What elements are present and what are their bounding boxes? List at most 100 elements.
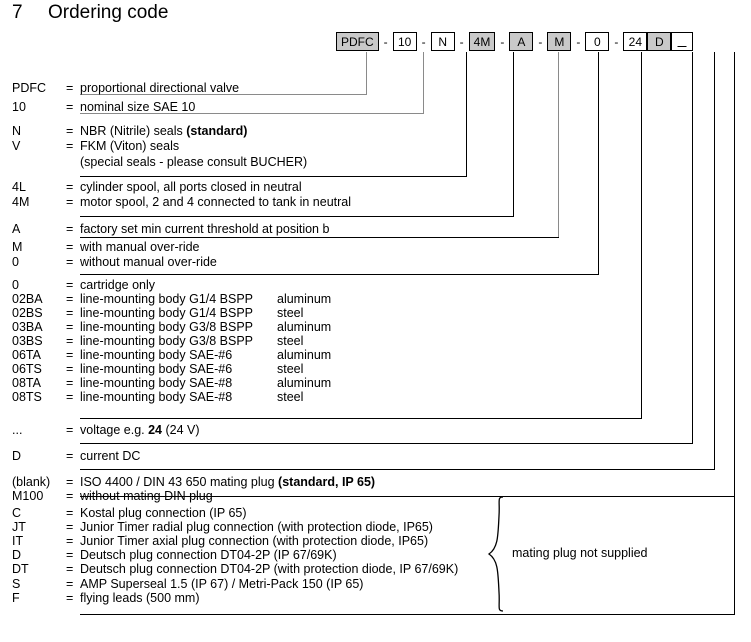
connector-vline-a <box>558 52 559 237</box>
legend-row: C=Kostal plug connection (IP 65) <box>0 506 751 522</box>
legend-description: without mating DIN plug <box>80 489 213 503</box>
legend-description: line-mounting body SAE-#8 <box>80 376 232 390</box>
legend-description-secondary: steel <box>277 390 304 404</box>
code-separator: - <box>500 34 505 49</box>
legend-code: S <box>12 577 21 591</box>
legend-description-text: line-mounting body SAE-#6 <box>80 362 233 376</box>
legend-description-text: line-mounting body SAE-#6 <box>80 348 233 362</box>
legend-description: line-mounting body G1/4 BSPP <box>80 306 253 320</box>
legend-description-text: flying leads (500 mm) <box>80 591 200 605</box>
legend-description: line-mounting body G1/4 BSPP <box>80 292 253 306</box>
legend-equals: = <box>66 506 74 520</box>
legend-description: Deutsch plug connection DT04-2P (with pr… <box>80 562 458 576</box>
legend-code: 02BS <box>12 306 43 320</box>
legend-row: A=factory set min current threshold at p… <box>0 222 751 238</box>
legend-row: D=current DC <box>0 449 751 465</box>
legend-description-text: cartridge only <box>80 278 156 292</box>
legend-equals: = <box>66 348 74 362</box>
legend-code: 06TS <box>12 362 42 376</box>
code-separator: - <box>459 34 464 49</box>
legend-description-text: line-mounting body G3/8 BSPP <box>80 320 254 334</box>
legend-equals: = <box>66 240 74 254</box>
legend-code: 4M <box>12 195 30 209</box>
legend-row: (blank)=ISO 4400 / DIN 43 650 mating plu… <box>0 475 751 491</box>
legend-equals: = <box>66 591 74 605</box>
blank-underscore-icon <box>677 46 687 47</box>
legend-code: 08TS <box>12 390 42 404</box>
legend-row: 4M = motor spool, 2 and 4 connected to tan… <box>0 195 751 211</box>
connector-vline-d <box>714 52 715 469</box>
legend-description-text: Kostal plug connection (IP 65) <box>80 506 247 520</box>
legend-description: with manual over-ride <box>80 240 200 254</box>
legend-equals: = <box>66 475 74 489</box>
legend-row: 0=without manual over-ride <box>0 255 751 271</box>
code-box-10: 10 <box>392 32 417 51</box>
legend-equals: = <box>66 423 74 437</box>
code-box-pdfc: PDFC <box>336 32 379 51</box>
legend-description-secondary: steel <box>277 306 304 320</box>
legend-row: 4L=cylinder spool, all ports closed in n… <box>0 180 751 196</box>
code-separator: - <box>421 34 426 49</box>
legend-equals: = <box>66 334 74 348</box>
legend-row: 0=cartridge only <box>0 278 751 294</box>
legend-code: ... <box>12 423 23 437</box>
connector-vline-4m <box>513 52 514 216</box>
legend-description-tail: (24 V) <box>162 423 200 437</box>
legend-row: (special seals - please consult BUCHER) <box>0 155 751 171</box>
code-separator: - <box>614 34 619 49</box>
legend-description-text: ISO 4400 / DIN 43 650 mating plug <box>80 475 279 489</box>
code-box-blank <box>671 32 694 51</box>
legend-code: 03BA <box>12 320 43 334</box>
rule-seals <box>80 176 467 177</box>
legend-code: V <box>12 139 21 153</box>
code-separator: - <box>538 34 543 49</box>
legend-description-text: Deutsch plug connection DT04-2P (with pr… <box>80 562 459 576</box>
legend-description-text: motor spool, 2 and 4 connected to tank i… <box>80 195 352 209</box>
code-box-m: M <box>547 32 572 51</box>
legend-description: Junior Timer radial plug connection (wit… <box>80 520 433 534</box>
connector-vline-10 <box>423 52 424 113</box>
legend-description: current DC <box>80 449 140 463</box>
rule-final <box>80 614 735 615</box>
rule-m0 <box>80 274 599 275</box>
legend-code: A <box>12 222 21 236</box>
legend-equals: = <box>66 195 74 209</box>
legend-description-text: line-mounting body G1/4 BSPP <box>80 306 254 320</box>
legend-description: line-mounting body SAE-#6 <box>80 362 232 376</box>
legend-code: F <box>12 591 20 605</box>
connector-vline-24 <box>692 52 693 443</box>
legend-description: proportional directional valve <box>80 81 239 95</box>
legend-description-secondary: aluminum <box>277 320 332 334</box>
legend-description: NBR (Nitrile) seals (standard) <box>80 124 247 138</box>
legend-code: M100 <box>12 489 44 503</box>
legend-description: cartridge only <box>80 278 155 292</box>
legend-code: 03BS <box>12 334 43 348</box>
legend-description-text: voltage e.g. <box>80 423 149 437</box>
legend-description-text: nominal size SAE 10 <box>80 100 196 114</box>
legend-code: 10 <box>12 100 26 114</box>
legend-description: factory set min current threshold at pos… <box>80 222 329 236</box>
legend-equals: = <box>66 278 74 292</box>
legend-equals: = <box>66 489 74 503</box>
legend-equals: = <box>66 534 74 548</box>
legend-code: PDFC <box>12 81 47 95</box>
rule-din <box>80 496 735 497</box>
legend-equals: = <box>66 520 74 534</box>
legend-equals: = <box>66 292 74 306</box>
curly-brace-icon <box>487 496 509 612</box>
legend-equals: = <box>66 139 74 153</box>
legend-equals: = <box>66 255 74 269</box>
legend-equals: = <box>66 376 74 390</box>
legend-description: Junior Timer axial plug connection (with… <box>80 534 428 548</box>
legend-description: Deutsch plug connection DT04-2P (IP 67/6… <box>80 548 337 562</box>
section-number: 7 <box>12 2 23 23</box>
legend-code: 08TA <box>12 376 41 390</box>
legend-description-text: proportional directional valve <box>80 81 240 95</box>
code-separator: - <box>576 34 581 49</box>
legend-code: 0 <box>12 255 19 269</box>
legend-code: D <box>12 449 22 463</box>
connector-vline-pdfc <box>366 52 367 94</box>
